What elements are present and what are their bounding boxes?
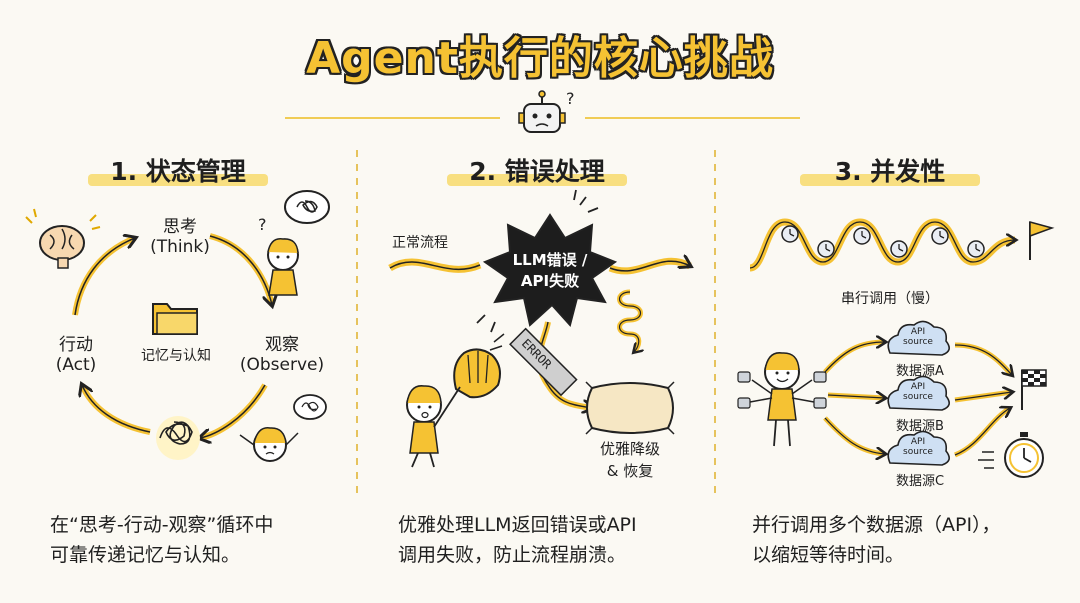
burst-label-line1: LLM错误 / xyxy=(512,251,588,269)
description-line: 以缩短等待时间。 xyxy=(752,544,905,566)
description-line: 可靠传递记忆与认知。 xyxy=(50,544,241,566)
tangle-icon xyxy=(156,416,200,460)
page-title: Agent执行的核心挑战 xyxy=(306,33,774,84)
clock-icon xyxy=(931,227,949,245)
thinking-person-figure: ? xyxy=(258,215,299,296)
cloud-text-bottom: source xyxy=(903,392,933,402)
section-3-heading: 3. 并发性 xyxy=(790,152,990,188)
catching-person-figure xyxy=(406,385,461,468)
recover-label-line2: & 恢复 xyxy=(606,462,654,480)
act-label-cn: 行动 xyxy=(59,335,93,355)
think-label-cn: 思考 xyxy=(163,217,197,237)
section-1-description: 在“思考-行动-观察”循环中 可靠传递记忆与认知。 xyxy=(50,510,273,570)
description-line: 调用失败，防止流程崩溃。 xyxy=(398,544,627,566)
baseball-glove-icon xyxy=(453,348,501,399)
observe-label: 观察 (Observe) xyxy=(232,330,332,375)
clock-icon xyxy=(890,240,908,258)
cloud-text-c: API source xyxy=(893,437,943,457)
description-line: 优雅处理LLM返回错误或API xyxy=(398,514,637,536)
clock-icon xyxy=(853,227,871,245)
checkered-flag-icon xyxy=(1021,369,1047,410)
observe-label-en: (Observe) xyxy=(239,355,325,375)
think-label-en: (Think) xyxy=(150,237,210,257)
section-2-heading-text: 2. 错误处理 xyxy=(469,157,605,186)
source-b-label: 数据源B xyxy=(896,419,944,434)
think-label: 思考 (Think) xyxy=(140,212,220,257)
cycle-arrow-tangle-act xyxy=(79,383,151,435)
description-line: 并行调用多个数据源（API）， xyxy=(752,514,1001,536)
folder-icon xyxy=(152,303,198,335)
cloud-text-bottom: source xyxy=(903,447,933,457)
stopwatch-icon xyxy=(978,432,1044,478)
svg-text:?: ? xyxy=(258,215,267,234)
stressed-person-figure xyxy=(239,427,299,462)
observe-label-cn: 观察 xyxy=(265,335,299,355)
cloud-icon xyxy=(887,430,950,466)
section-2-description: 优雅处理LLM返回错误或API 调用失败，防止流程崩溃。 xyxy=(398,510,637,570)
act-label: 行动 (Act) xyxy=(36,330,116,375)
robot-icon: ? xyxy=(518,89,575,133)
section-3-heading-text: 3. 并发性 xyxy=(834,157,946,186)
cycle-arrow-observe-tangle xyxy=(199,383,268,441)
source-c-label: 数据源C xyxy=(895,474,945,489)
thought-tangle-icon-2 xyxy=(293,394,327,420)
memory-cognition-label: 记忆与认知 xyxy=(141,348,211,364)
multitasking-person-figure xyxy=(737,352,827,447)
description-line: 在“思考-行动-观察”循环中 xyxy=(50,514,274,536)
cloud-text-top: API xyxy=(910,382,926,392)
clock-icon xyxy=(781,225,799,243)
section-3-description: 并行调用多个数据源（API）， 以缩短等待时间。 xyxy=(752,510,1001,570)
normal-flow-label: 正常流程 xyxy=(392,235,448,251)
source-a-label: 数据源A xyxy=(896,364,944,379)
pillow-icon xyxy=(585,381,675,435)
cloud-icon xyxy=(887,320,950,356)
recover-label-line1: 优雅降级 xyxy=(599,440,660,458)
act-label-en: (Act) xyxy=(55,355,97,375)
cloud-icon xyxy=(887,375,950,411)
cloud-text-top: API xyxy=(910,327,926,337)
burst-label-line2: API失败 xyxy=(520,272,580,290)
section-2-heading: 2. 错误处理 xyxy=(437,152,637,188)
error-tag xyxy=(509,327,578,397)
thought-tangle-icon xyxy=(284,190,330,224)
serial-call-label: 串行调用（慢） xyxy=(841,291,939,307)
clock-icon xyxy=(967,240,985,258)
svg-text:?: ? xyxy=(566,89,575,108)
recover-label: 优雅降级 & 恢复 xyxy=(580,438,680,482)
error-burst-icon xyxy=(482,213,618,328)
flag-icon xyxy=(1029,221,1055,260)
brain-icon xyxy=(25,208,101,269)
cloud-text-bottom: source xyxy=(903,337,933,347)
section-1-heading: 1. 状态管理 xyxy=(78,152,278,188)
cloud-text-b: API source xyxy=(893,382,943,402)
section-1-heading-text: 1. 状态管理 xyxy=(110,157,246,186)
cloud-text-top: API xyxy=(910,437,926,447)
burst-label: LLM错误 / API失败 xyxy=(498,250,602,292)
clock-icon xyxy=(817,240,835,258)
cloud-text-a: API source xyxy=(893,327,943,347)
cycle-arrow-act-think xyxy=(72,235,137,316)
